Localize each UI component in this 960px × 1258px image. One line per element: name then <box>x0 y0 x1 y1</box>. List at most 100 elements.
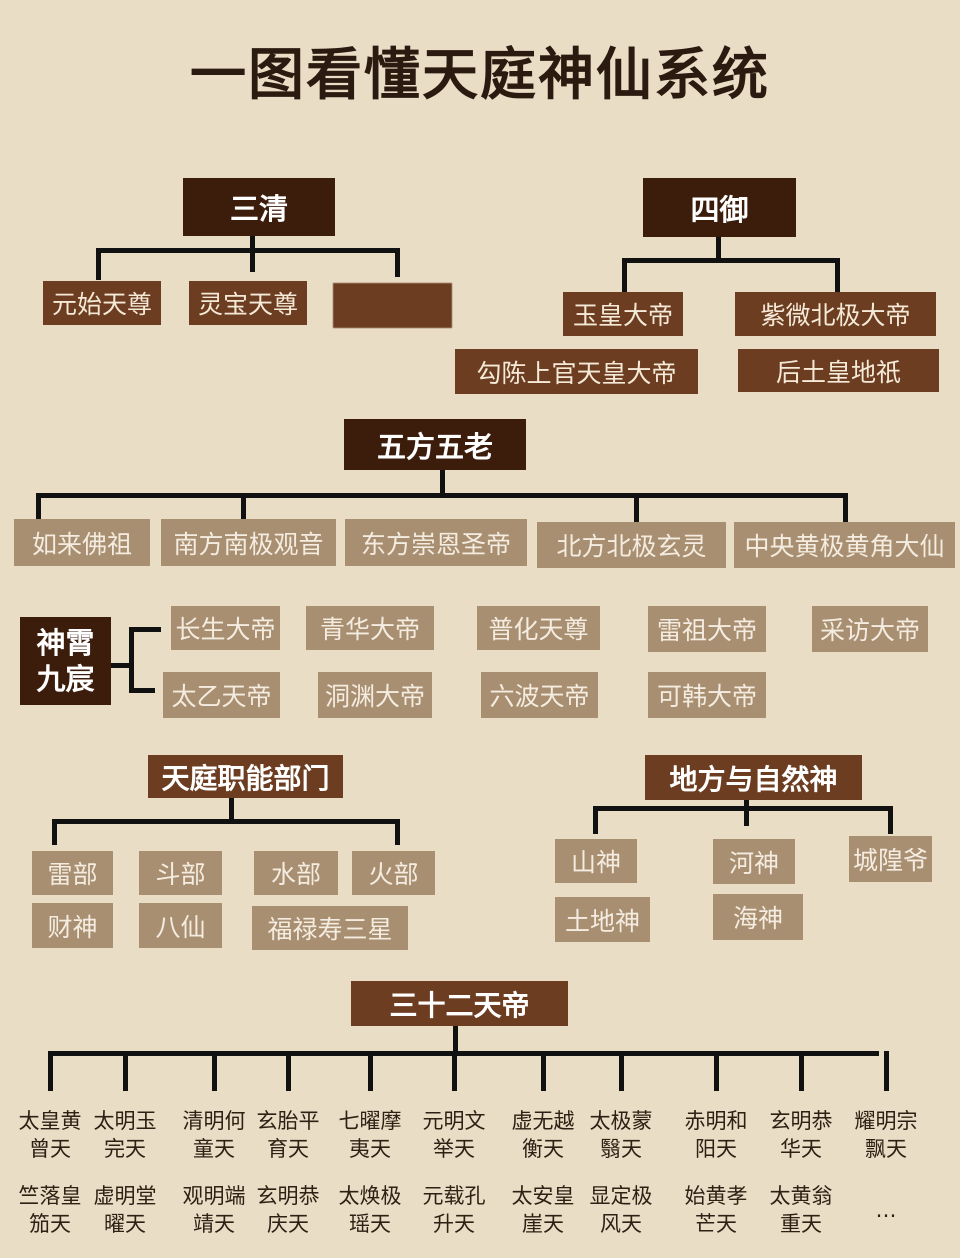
shenxiao-member: 洞渊大帝 <box>318 672 432 718</box>
shenxiao-member: 雷祖大帝 <box>648 606 766 652</box>
emperor-name: 太焕极瑶天 <box>330 1182 410 1238</box>
emperor-name-line: 七曜摩 <box>338 1109 402 1133</box>
department-member: 斗部 <box>139 851 222 895</box>
local-member: 河神 <box>713 839 795 884</box>
emperor-name-line: 元明文 <box>422 1109 486 1133</box>
emperor-name-line: 玄胎平 <box>256 1109 320 1133</box>
local-gods-box: 地方与自然神 <box>645 755 862 800</box>
emperor-name: 玄明恭华天 <box>761 1107 841 1163</box>
shenxiao-member: 采访大帝 <box>812 606 928 652</box>
connector <box>541 1051 546 1091</box>
emperor-name: 太极蒙翳天 <box>581 1107 661 1163</box>
emperor-name: 虚无越衡天 <box>503 1107 583 1163</box>
wufang-box: 五方五老 <box>344 419 526 470</box>
department-member: 八仙 <box>139 903 222 948</box>
emperor-name-line: 太安皇 <box>511 1184 575 1208</box>
emperor-name: 太黄翁重天 <box>761 1182 841 1238</box>
emperor-name-line: 崖天 <box>522 1212 564 1236</box>
connector <box>123 1051 128 1091</box>
connector <box>622 258 627 292</box>
connector <box>714 1051 719 1091</box>
connector <box>129 627 134 693</box>
siyu-member: 玉皇大帝 <box>563 292 683 336</box>
connector <box>96 248 400 253</box>
connector <box>286 1051 291 1091</box>
emperor-name-line: 夷天 <box>349 1137 391 1161</box>
connector <box>622 258 840 263</box>
connector <box>716 237 721 261</box>
connector <box>619 1051 624 1091</box>
connector <box>212 1051 217 1091</box>
connector <box>52 819 57 845</box>
wufang-member: 南方南极观音 <box>161 519 336 566</box>
emperor-name-line: 风天 <box>600 1212 642 1236</box>
emperor-name-line: 飘天 <box>865 1137 907 1161</box>
emperor-name-line: 观明端 <box>182 1184 246 1208</box>
emperor-name-line: 瑶天 <box>349 1212 391 1236</box>
connector <box>129 627 161 632</box>
emperor-name: 显定极风天 <box>581 1182 661 1238</box>
emperor-name: 始黄孝芒天 <box>676 1182 756 1238</box>
emperor-name-line: 虚明堂 <box>93 1184 157 1208</box>
siyu-box: 四御 <box>643 178 796 237</box>
connector <box>799 1051 804 1091</box>
sanqing-box: 三清 <box>183 178 335 236</box>
connector <box>48 1051 879 1056</box>
shenxiao-member: 可韩大帝 <box>648 672 766 718</box>
emperor-name: 玄胎平育天 <box>248 1107 328 1163</box>
connector <box>368 1051 373 1091</box>
department-member: 福禄寿三星 <box>252 906 408 950</box>
emperor-name: 虚明堂曜天 <box>85 1182 165 1238</box>
emperor-name-line: 始黄孝 <box>684 1184 748 1208</box>
emperor-name-line: 衡天 <box>522 1137 564 1161</box>
connector <box>634 493 639 522</box>
emperor-name-line: 完天 <box>104 1137 146 1161</box>
emperor-name: 竺落皇笳天 <box>10 1182 90 1238</box>
wufang-member: 北方北极玄灵 <box>537 522 726 568</box>
emperor-name: 太明玉完天 <box>85 1107 165 1163</box>
shenxiao-member: 六波天帝 <box>481 672 598 718</box>
siyu-member: 勾陈上官天皇大帝 <box>455 349 698 394</box>
connector <box>229 798 234 822</box>
connector <box>36 493 848 498</box>
emperor-name: 元载孔升天 <box>414 1182 494 1238</box>
wufang-member: 如来佛祖 <box>14 519 150 566</box>
emperor-name-line: 庆天 <box>267 1212 309 1236</box>
emperor-name-line: 太明玉 <box>93 1109 157 1133</box>
connector <box>452 1051 457 1091</box>
emperor-name-line: 太焕极 <box>338 1184 402 1208</box>
page-title: 一图看懂天庭神仙系统 <box>190 43 770 108</box>
local-member: 土地神 <box>555 897 650 942</box>
shenxiao-member: 普化天尊 <box>477 606 600 650</box>
emperor-name-line: 虚无越 <box>511 1109 575 1133</box>
emperor-name: … <box>846 1196 926 1224</box>
connector <box>593 806 893 811</box>
department-member: 水部 <box>254 851 338 895</box>
local-member: 海神 <box>713 894 803 940</box>
emperor-name-line: 玄明恭 <box>256 1184 320 1208</box>
connector <box>835 258 840 292</box>
department-member: 火部 <box>352 851 435 895</box>
connector <box>593 806 598 834</box>
emperor-name-line: 元载孔 <box>422 1184 486 1208</box>
emperor-name-line: 翳天 <box>600 1137 642 1161</box>
emperor-name-line: … <box>875 1198 897 1222</box>
connector <box>884 1051 889 1091</box>
emperor-name-line: 太黄翁 <box>769 1184 833 1208</box>
emperor-name-line: 育天 <box>267 1137 309 1161</box>
department-member: 雷部 <box>32 851 113 895</box>
emperor-name-line: 阳天 <box>695 1137 737 1161</box>
connector <box>129 688 155 693</box>
emperor-name-line: 竺落皇 <box>18 1184 82 1208</box>
connector <box>843 493 848 522</box>
emperor-name-line: 太极蒙 <box>589 1109 653 1133</box>
emperor-name-line: 曜天 <box>104 1212 146 1236</box>
emperor-name-line: 太皇黄 <box>18 1109 82 1133</box>
connector <box>96 248 101 280</box>
siyu-member: 紫微北极大帝 <box>735 292 936 336</box>
emperor-name-line: 耀明宗 <box>854 1109 918 1133</box>
connector <box>250 236 255 272</box>
emperor-name-line: 显定极 <box>589 1184 653 1208</box>
connector <box>888 806 893 834</box>
